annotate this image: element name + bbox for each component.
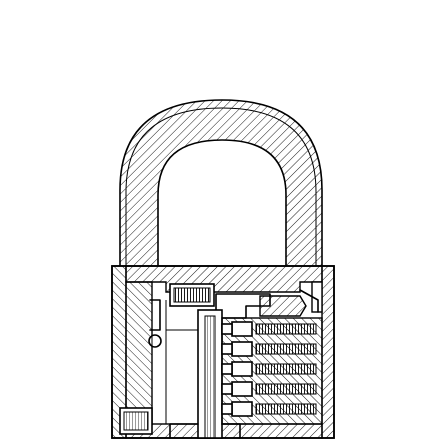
driver-pin	[231, 401, 253, 417]
pin-stack-5	[231, 401, 317, 417]
pin-stack-3	[231, 361, 317, 377]
top-spring-coils	[173, 287, 211, 303]
key-pin	[221, 403, 233, 415]
bottom-spring-coils	[123, 411, 149, 431]
driver-pin	[231, 381, 253, 397]
left-shackle-leg	[125, 281, 153, 425]
body-detail	[151, 300, 241, 439]
key-pin	[221, 323, 233, 335]
key-pins	[221, 323, 233, 415]
shackle	[119, 99, 323, 291]
key-pin	[221, 363, 233, 375]
plug	[197, 309, 223, 439]
spring-coils	[255, 403, 317, 415]
driver-pin	[231, 341, 253, 357]
bottom-step	[169, 423, 241, 439]
key-pin	[221, 383, 233, 395]
shackle-body	[119, 99, 323, 291]
key-pin	[221, 343, 233, 355]
right-wall	[321, 265, 335, 439]
driver-pin	[231, 321, 253, 337]
spring-coils	[255, 323, 317, 335]
inner-contour	[151, 300, 198, 424]
pin-stack-1	[231, 321, 317, 337]
driver-pin	[231, 361, 253, 377]
pin-stacks	[221, 317, 323, 425]
spring-coils	[255, 383, 317, 395]
pin-channel	[149, 299, 161, 331]
keyway-slot	[204, 315, 216, 439]
latch-tip	[299, 289, 319, 313]
top-spring	[169, 283, 215, 307]
spring-coils	[255, 363, 317, 375]
ball-bearing	[148, 334, 162, 348]
pin-stack-4	[231, 381, 317, 397]
pin-stack-2	[231, 341, 317, 357]
bottom-spring	[119, 407, 153, 435]
bottom-band	[125, 423, 323, 439]
spring-coils	[255, 343, 317, 355]
latch-bolt	[259, 295, 307, 317]
shackle-inner-line	[125, 107, 317, 284]
